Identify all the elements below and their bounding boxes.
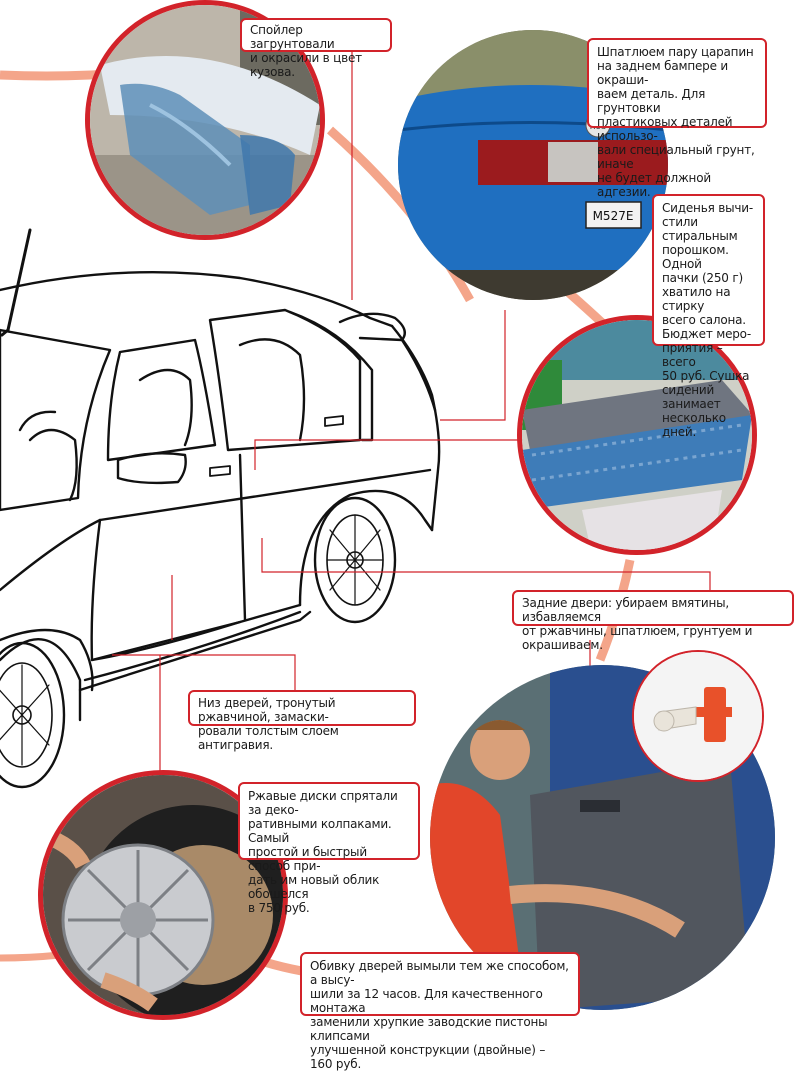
hubcap-photo: [38, 770, 288, 1020]
callout-wheels: Ржавые диски спрятали за деко- ративными…: [238, 782, 420, 915]
plate-text: М527Е: [593, 209, 634, 223]
seat-photo: [517, 315, 757, 555]
callout-spoiler: Спойлер загрунтовали и окрасили в цвет к…: [240, 18, 392, 79]
callout-upholstery: Обивку дверей вымыли тем же способом, а …: [300, 952, 580, 1071]
callout-door-bottom: Низ дверей, тронутый ржавчиной, замаски-…: [188, 690, 416, 752]
callout-bumper: Шпатлюем пару царапин на заднем бампере …: [587, 38, 767, 199]
callout-seats: Сиденья вычи- стили стиральным порошком.…: [652, 194, 765, 439]
callout-rear-doors: Задние двери: убираем вмятины, избавляем…: [512, 590, 794, 652]
car-illustration: [0, 228, 441, 789]
clip-photo: [632, 650, 764, 782]
